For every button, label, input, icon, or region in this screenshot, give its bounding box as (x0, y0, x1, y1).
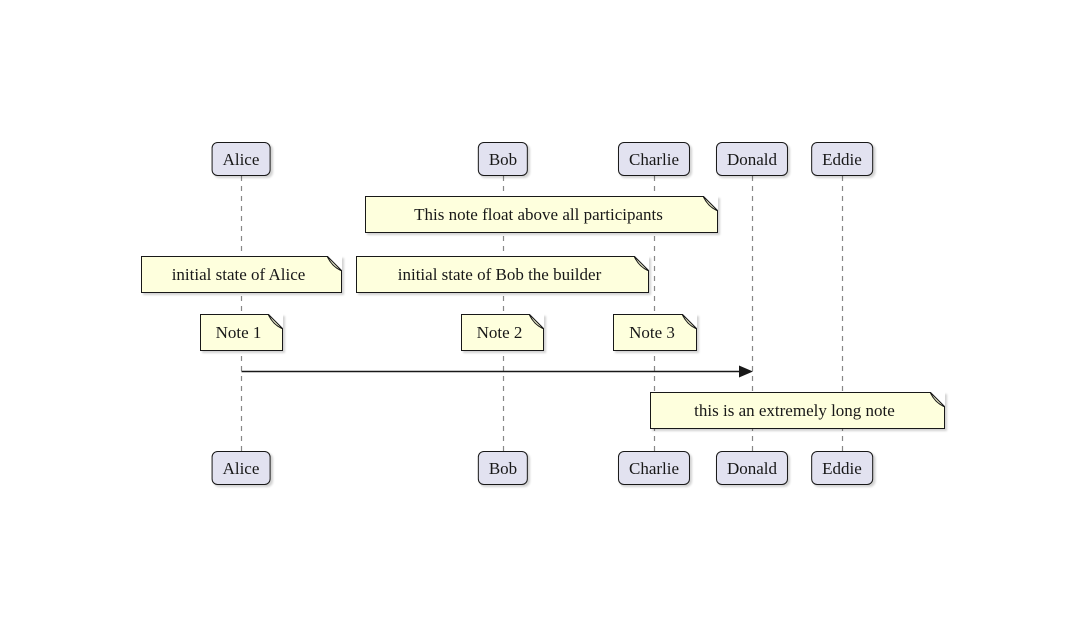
note-initial-alice: initial state of Alice (141, 256, 342, 293)
participant-charlie-bottom: Charlie (617, 451, 691, 485)
note-initial-bob: initial state of Bob the builder (356, 256, 649, 293)
note-text: Note 3 (629, 323, 675, 342)
note-extremely-long: this is an extremely long note (650, 392, 945, 429)
participant-charlie-top: Charlie (617, 142, 691, 176)
note-fold-icon (327, 256, 342, 271)
note-fold-icon (930, 392, 945, 407)
note-1: Note 1 (200, 314, 283, 351)
participant-donald-bottom: Donald (715, 451, 789, 485)
note-floating: This note float above all participants (365, 196, 718, 233)
note-text: this is an extremely long note (694, 401, 895, 420)
participant-bob-top: Bob (477, 142, 529, 176)
participant-alice-top: Alice (211, 142, 271, 176)
participant-bob-bottom: Bob (477, 451, 529, 485)
note-3: Note 3 (613, 314, 697, 351)
participant-eddie-bottom: Eddie (811, 451, 873, 485)
note-fold-icon (703, 196, 718, 211)
note-text: Note 2 (476, 323, 523, 342)
note-fold-icon (682, 314, 697, 329)
note-text: Note 1 (215, 323, 262, 342)
note-text: initial state of Bob the builder (397, 265, 602, 284)
note-fold-icon (268, 314, 283, 329)
note-text: This note float above all participants (414, 205, 663, 224)
participant-eddie-top: Eddie (811, 142, 873, 176)
participant-donald-top: Donald (715, 142, 789, 176)
participant-alice-bottom: Alice (211, 451, 271, 485)
note-2: Note 2 (461, 314, 544, 351)
note-fold-icon (529, 314, 544, 329)
arrowhead-icon (739, 365, 753, 378)
note-text: initial state of Alice (171, 265, 306, 284)
note-fold-icon (634, 256, 649, 271)
